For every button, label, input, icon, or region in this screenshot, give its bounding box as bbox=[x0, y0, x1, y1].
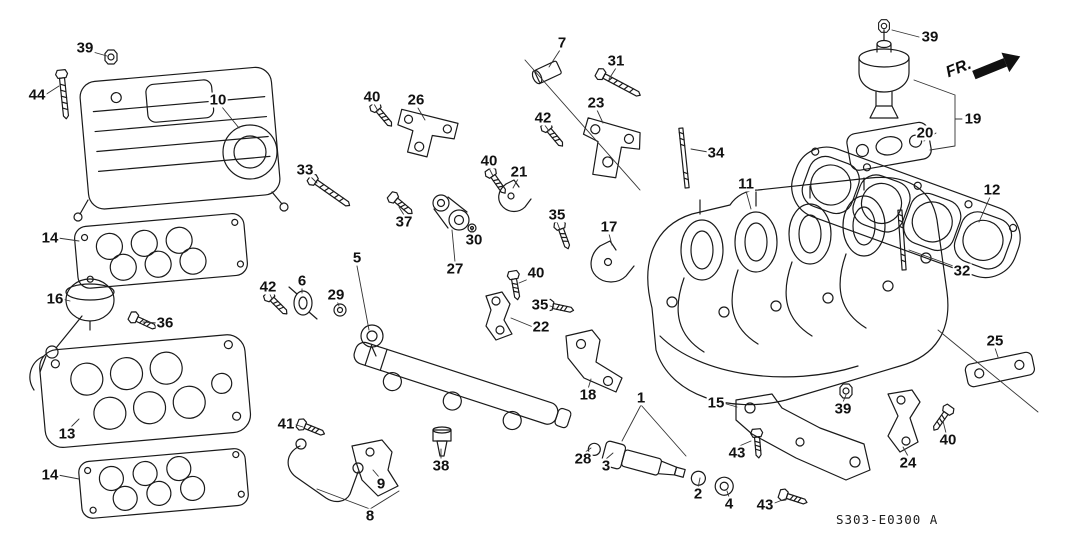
bracket-18-drawing bbox=[565, 329, 623, 393]
part-callout-6: 6 bbox=[296, 272, 308, 290]
bolt-44-icon bbox=[54, 68, 73, 121]
fuel-injector-drawing bbox=[587, 440, 734, 496]
bracket-24-drawing bbox=[887, 389, 921, 453]
part-callout-40: 40 bbox=[362, 88, 382, 106]
part-callout-9: 9 bbox=[375, 475, 387, 493]
part-callout-40: 40 bbox=[479, 152, 499, 170]
bracket-26-drawing bbox=[397, 108, 459, 158]
fr-arrow-icon bbox=[972, 52, 1021, 80]
part-callout-22: 22 bbox=[531, 318, 551, 336]
gasket-lower-drawing bbox=[78, 448, 249, 519]
bolt-40-d-icon bbox=[928, 402, 957, 435]
part-callout-26: 26 bbox=[406, 91, 426, 109]
part-callout-21: 21 bbox=[509, 163, 529, 181]
part-callout-10: 10 bbox=[208, 91, 228, 109]
part-callout-32: 32 bbox=[952, 262, 972, 280]
stud-34-icon bbox=[678, 127, 690, 189]
part-callout-39: 39 bbox=[920, 28, 940, 46]
part-callout-11: 11 bbox=[737, 175, 755, 193]
part-callout-27: 27 bbox=[445, 260, 465, 278]
part-callout-19: 19 bbox=[963, 110, 983, 128]
part-callout-20: 20 bbox=[915, 124, 935, 142]
part-callout-16: 16 bbox=[45, 290, 65, 308]
bolt-40-c-icon bbox=[506, 269, 525, 302]
spacer-7-drawing bbox=[531, 60, 562, 85]
gasket-upper-drawing bbox=[74, 213, 248, 289]
part-callout-39: 39 bbox=[833, 400, 853, 418]
part-callout-14: 14 bbox=[40, 229, 60, 247]
pipe-assy-drawing bbox=[287, 438, 399, 503]
part-callout-15: 15 bbox=[706, 394, 726, 412]
leader-lines bbox=[44, 29, 1039, 510]
flange-6-drawing bbox=[288, 286, 318, 320]
fuel-rail-drawing bbox=[353, 341, 572, 431]
joint-27-drawing bbox=[432, 194, 470, 231]
part-callout-30: 30 bbox=[464, 231, 484, 249]
bolt-40-b-icon bbox=[482, 165, 511, 198]
intake-manifold-drawing bbox=[647, 176, 949, 406]
nut-39-left-icon bbox=[104, 49, 118, 65]
stud-32-icon bbox=[897, 209, 907, 271]
bolt-35-a-icon bbox=[552, 218, 575, 252]
part-callout-37: 37 bbox=[394, 213, 414, 231]
bracket-15-drawing bbox=[735, 393, 871, 481]
part-callout-4: 4 bbox=[723, 495, 735, 513]
part-callout-3: 3 bbox=[600, 457, 612, 475]
part-callout-24: 24 bbox=[898, 454, 918, 472]
part-callout-29: 29 bbox=[326, 286, 346, 304]
part-callout-40: 40 bbox=[526, 264, 546, 282]
stay-22-drawing bbox=[485, 291, 513, 341]
part-callout-42: 42 bbox=[258, 278, 278, 296]
part-callout-43: 43 bbox=[755, 496, 775, 514]
air-chamber-drawing bbox=[79, 66, 281, 210]
part-callout-14: 14 bbox=[40, 466, 60, 484]
part-callout-23: 23 bbox=[586, 94, 606, 112]
part-callout-31: 31 bbox=[606, 52, 626, 70]
bracket-25-drawing bbox=[964, 351, 1036, 388]
part-callout-12: 12 bbox=[982, 181, 1002, 199]
part-callout-35: 35 bbox=[530, 296, 550, 314]
part-callout-43: 43 bbox=[727, 444, 747, 462]
clamp-17-drawing bbox=[590, 240, 635, 283]
part-callout-13: 13 bbox=[57, 425, 77, 443]
egr-valve-drawing bbox=[858, 29, 910, 119]
part-callout-44: 44 bbox=[27, 86, 47, 104]
part-callout-28: 28 bbox=[573, 450, 593, 468]
part-callout-5: 5 bbox=[351, 249, 363, 267]
part-callout-34: 34 bbox=[706, 144, 726, 162]
bolt-41-icon bbox=[294, 416, 328, 441]
part-callout-39: 39 bbox=[75, 39, 95, 57]
part-callout-17: 17 bbox=[599, 218, 619, 236]
diagram-code: S303-E0300 A bbox=[836, 512, 939, 527]
part-callout-38: 38 bbox=[431, 457, 451, 475]
part-callout-35: 35 bbox=[547, 206, 567, 224]
part-callout-33: 33 bbox=[295, 161, 315, 179]
part-callout-42: 42 bbox=[533, 109, 553, 127]
part-callout-25: 25 bbox=[985, 332, 1005, 350]
part-callout-36: 36 bbox=[155, 314, 175, 332]
bolt-43-b-icon bbox=[776, 487, 810, 509]
oring-29-drawing bbox=[333, 303, 347, 317]
part-callout-8: 8 bbox=[364, 507, 376, 525]
manifold-gasket-drawing bbox=[791, 146, 1021, 279]
lower-manifold-drawing bbox=[39, 334, 252, 448]
part-callout-2: 2 bbox=[692, 485, 704, 503]
bolt-43-a-icon bbox=[749, 427, 766, 460]
part-callout-1: 1 bbox=[635, 389, 647, 407]
part-callout-18: 18 bbox=[578, 386, 598, 404]
part-callout-41: 41 bbox=[276, 415, 296, 433]
sensor-38-drawing bbox=[432, 426, 452, 457]
bracket-23-drawing bbox=[582, 117, 641, 179]
part-callout-7: 7 bbox=[556, 34, 568, 52]
part-callout-40: 40 bbox=[938, 431, 958, 449]
